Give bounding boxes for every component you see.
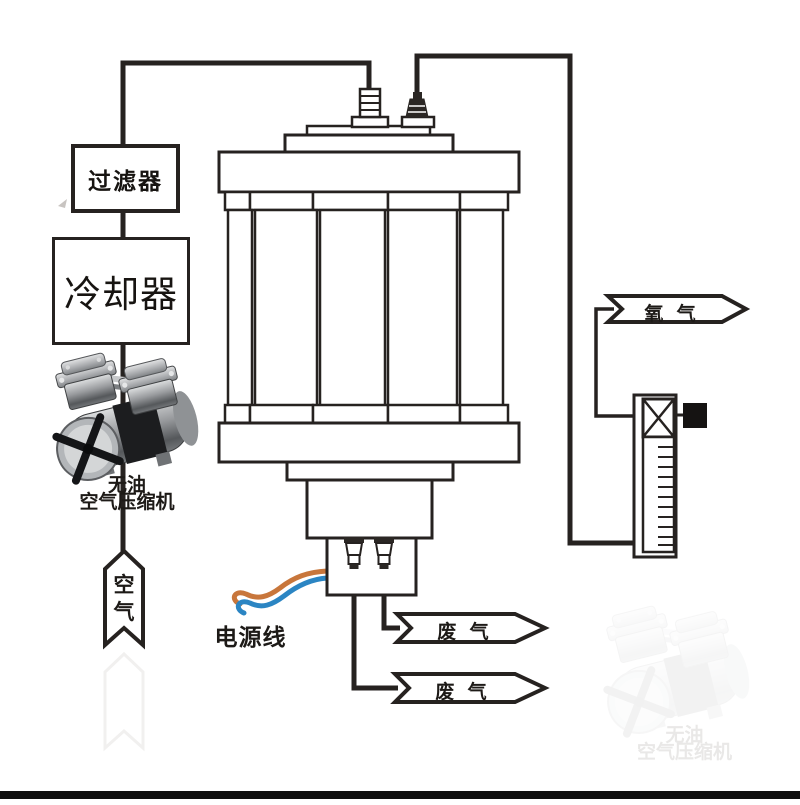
cooler-block: 冷却器	[52, 237, 190, 345]
flow-meter-scale-ticks	[658, 446, 674, 546]
power-wire-orange	[231, 568, 330, 607]
flow-knob-icon[interactable]	[683, 403, 707, 428]
smudge-artifact	[58, 199, 67, 208]
waste-arrow-banner-bottom	[390, 672, 550, 704]
tower-top-caps	[223, 190, 510, 212]
tower-lower-box	[305, 478, 434, 540]
cooler-label: 冷却器	[64, 273, 178, 316]
compressor-label-line2: 空气压缩机	[79, 492, 175, 513]
outlet-fitting-icon	[405, 98, 429, 118]
power-wire-blue	[235, 575, 330, 616]
tower-top-flange	[217, 150, 521, 194]
power-cable	[231, 568, 330, 616]
waste-arrow-banner-top	[392, 612, 550, 644]
air-banner	[103, 548, 145, 650]
tower-valve-box	[325, 536, 418, 597]
bottom-border-bar	[0, 791, 800, 799]
pipe-waste-left	[351, 568, 398, 691]
filter-block: 过滤器	[71, 144, 180, 213]
exhaust-nozzles	[344, 537, 394, 569]
outlet-fitting-base	[400, 115, 436, 129]
pipe-flowmeter-to-oxygen-arrow	[594, 307, 634, 418]
oxygen-flow-label: 氧 气	[644, 304, 700, 325]
sieve-tower	[217, 124, 521, 597]
power-cable-label: 电源线	[214, 624, 287, 650]
exhaust-nozzle-right	[374, 537, 394, 569]
tower-top-plate	[283, 133, 455, 155]
filter-label: 过滤器	[88, 167, 163, 194]
oxygen-arrow-banner	[602, 294, 751, 324]
tower-bottom-step	[285, 460, 455, 482]
compressor-image	[52, 352, 199, 485]
compressor-ghost-label: 无油 空气压缩机	[636, 725, 732, 763]
waste-flow-label-bottom: 废 气	[435, 682, 491, 703]
air-char-1: 空	[113, 574, 135, 597]
pipe-air-inlet	[120, 60, 372, 148]
exhaust-nozzle-left	[344, 537, 364, 569]
cylinder-head-right	[118, 358, 178, 415]
outlet-fitting-rings	[408, 105, 426, 113]
top-fittings	[350, 87, 436, 129]
flow-meter	[632, 393, 707, 559]
pipe-oxygen-to-flowmeter	[414, 53, 634, 546]
waste-flow-label-top: 废 气	[437, 622, 493, 643]
muffler-fitting-base	[350, 115, 390, 129]
outlet-fitting-tip	[413, 92, 422, 100]
muffler-fitting-rings	[360, 95, 380, 111]
valve-x-icon	[642, 398, 675, 438]
tower-bottom-caps	[223, 403, 510, 425]
compressor-label: 无油 空气压缩机	[57, 475, 197, 513]
cylinder-head-left	[55, 352, 117, 410]
air-flow-label: 空 气	[104, 572, 144, 626]
compressor-label-line1: 无油	[107, 475, 146, 496]
air-char-2: 气	[113, 601, 135, 624]
flow-meter-tube	[641, 435, 676, 554]
tower-columns	[226, 208, 505, 408]
air-banner-ghost-watermark	[103, 651, 145, 752]
tower-bottom-flange	[217, 421, 521, 464]
